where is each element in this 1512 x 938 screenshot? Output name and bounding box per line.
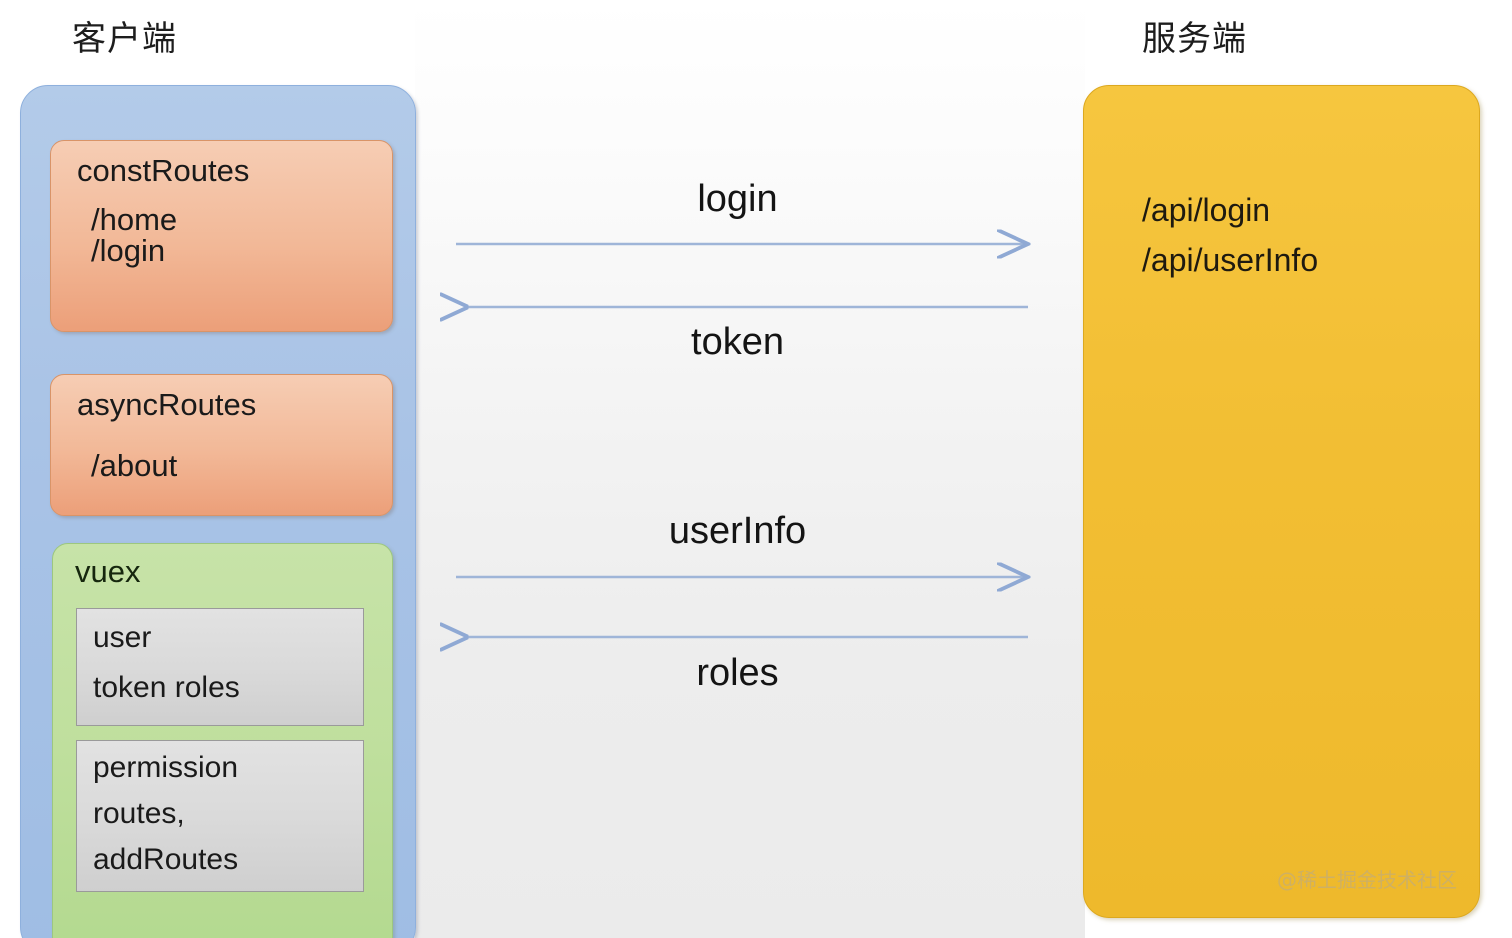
const-routes-box: constRoutes /home /login <box>50 140 393 332</box>
client-title: 客户端 <box>72 19 177 59</box>
vuex-heading: vuex <box>75 554 141 589</box>
vuex-user-module: user token roles <box>76 608 364 726</box>
center-background-panel <box>415 0 1085 938</box>
async-routes-box: asyncRoutes /about <box>50 374 393 516</box>
server-endpoint-login: /api/login <box>1142 192 1271 228</box>
const-routes-heading: constRoutes <box>77 153 250 188</box>
permission-module-name: permission <box>93 751 239 784</box>
flow-label-roles: roles <box>696 652 779 694</box>
flow-label-login: login <box>697 178 778 220</box>
server-title: 服务端 <box>1142 19 1247 59</box>
flow-label-userinfo: userInfo <box>668 510 807 552</box>
flow-label-token: token <box>691 321 784 363</box>
async-route-about: /about <box>91 448 178 483</box>
permission-module-routes: routes, <box>93 797 185 830</box>
watermark: @稀土掘金技术社区 <box>1277 868 1457 892</box>
user-module-fields: token roles <box>93 671 240 704</box>
async-routes-heading: asyncRoutes <box>77 387 257 422</box>
const-route-login: /login <box>91 233 166 268</box>
vuex-permission-module: permission routes, addRoutes <box>76 740 364 892</box>
server-container: /api/login /api/userInfo @稀土掘金技术社区 <box>1083 85 1480 918</box>
const-route-home: /home <box>91 202 178 237</box>
server-endpoint-userinfo: /api/userInfo <box>1142 242 1319 278</box>
user-module-name: user <box>93 621 152 654</box>
permission-module-addroutes: addRoutes <box>93 843 239 876</box>
